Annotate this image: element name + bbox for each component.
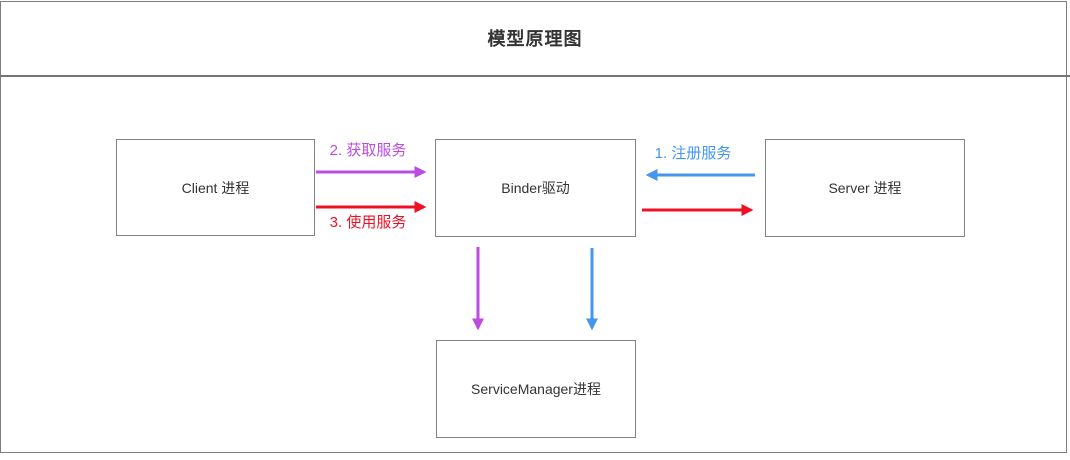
edge-use-service-label: 3. 使用服务	[329, 214, 407, 231]
edge-acquire-service-label: 2. 获取服务	[329, 142, 407, 159]
servicemanager-process-label: ServiceManager进程	[471, 381, 601, 397]
header: 模型原理图	[0, 1, 1070, 77]
server-process-label: Server 进程	[828, 180, 902, 196]
page-title: 模型原理图	[487, 29, 583, 49]
servicemanager-process-box: ServiceManager进程	[436, 340, 636, 438]
edge-register-service-label: 1. 注册服务	[654, 145, 732, 162]
client-process-label: Client 进程	[181, 179, 250, 196]
client-process-box: Client 进程	[116, 139, 315, 236]
binder-driver-label: Binder驱动	[501, 180, 570, 196]
server-process-box: Server 进程	[765, 139, 965, 237]
binder-driver-box: Binder驱动	[435, 139, 636, 237]
